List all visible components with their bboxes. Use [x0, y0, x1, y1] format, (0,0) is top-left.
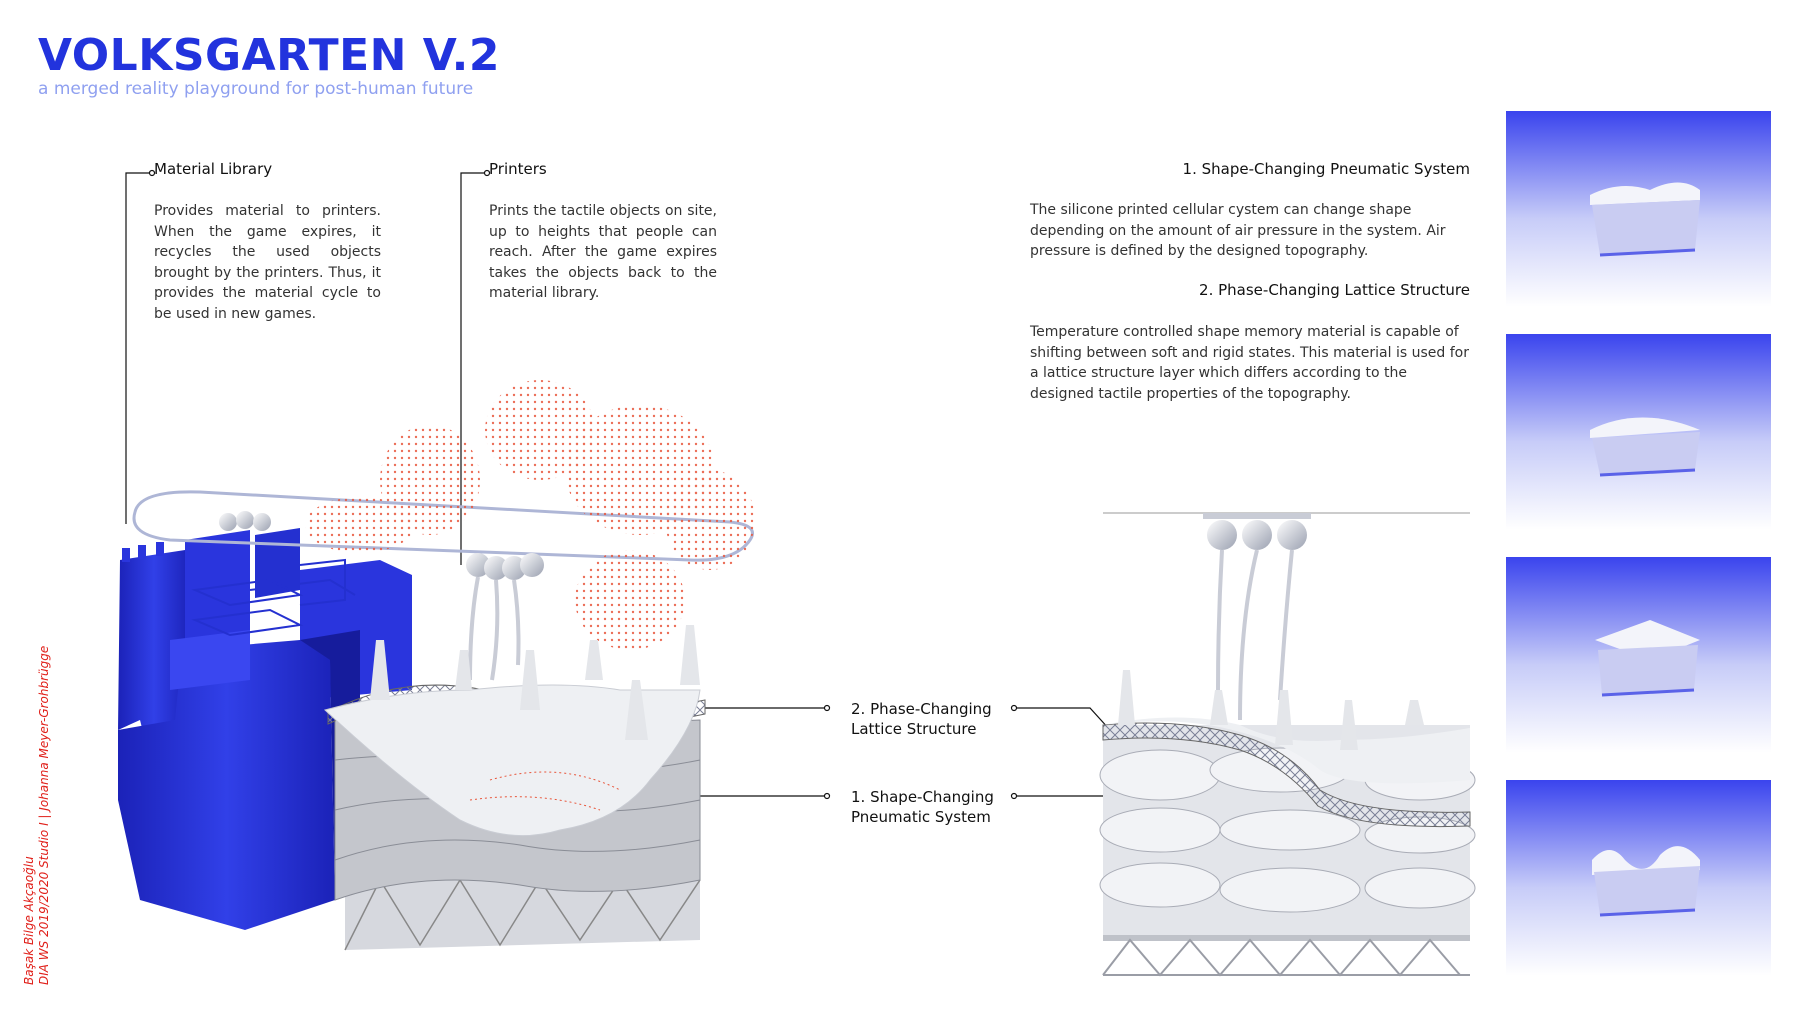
material-library-heading: Material Library	[154, 160, 273, 178]
cross-section-right	[1099, 512, 1476, 977]
page-title: VOLKSGARTEN V.2	[38, 30, 501, 81]
callout-lattice-line2: Lattice Structure	[851, 720, 977, 738]
lattice-heading: 2. Phase-Changing Lattice Structure	[1199, 281, 1470, 299]
printers-heading: Printers	[489, 160, 547, 178]
thumbnail-2	[1506, 334, 1771, 530]
tree-point-clouds	[305, 380, 755, 650]
printer-spheres-left	[219, 511, 544, 681]
printers-text: Prints the tactile objects on site, up t…	[489, 203, 717, 301]
thumbnail-4	[1506, 780, 1771, 976]
terrain-block-left	[323, 625, 706, 951]
lattice-text: Temperature controlled shape memory mate…	[1030, 324, 1469, 402]
page-subtitle: a merged reality playground for post-hum…	[38, 79, 474, 99]
thumbnail-1	[1506, 111, 1771, 307]
callout-lattice: 2. Phase-Changing Lattice Structure	[851, 699, 992, 739]
callout-pneumatic-line1: 1. Shape-Changing	[851, 788, 994, 806]
callout-lattice-line1: 2. Phase-Changing	[851, 700, 992, 718]
thumbnail-3	[1506, 557, 1771, 753]
material-library-text: Provides material to printers. When the …	[154, 203, 381, 322]
thumbnail-panels	[1506, 111, 1771, 976]
material-library-illustration	[118, 528, 412, 930]
pneumatic-heading: 1. Shape-Changing Pneumatic System	[1182, 160, 1470, 178]
callout-pneumatic-line2: Pneumatic System	[851, 808, 991, 826]
leader-lines	[125, 169, 1140, 800]
pneumatic-text: The silicone printed cellular cystem can…	[1030, 202, 1446, 259]
callout-pneumatic: 1. Shape-Changing Pneumatic System	[851, 787, 994, 827]
